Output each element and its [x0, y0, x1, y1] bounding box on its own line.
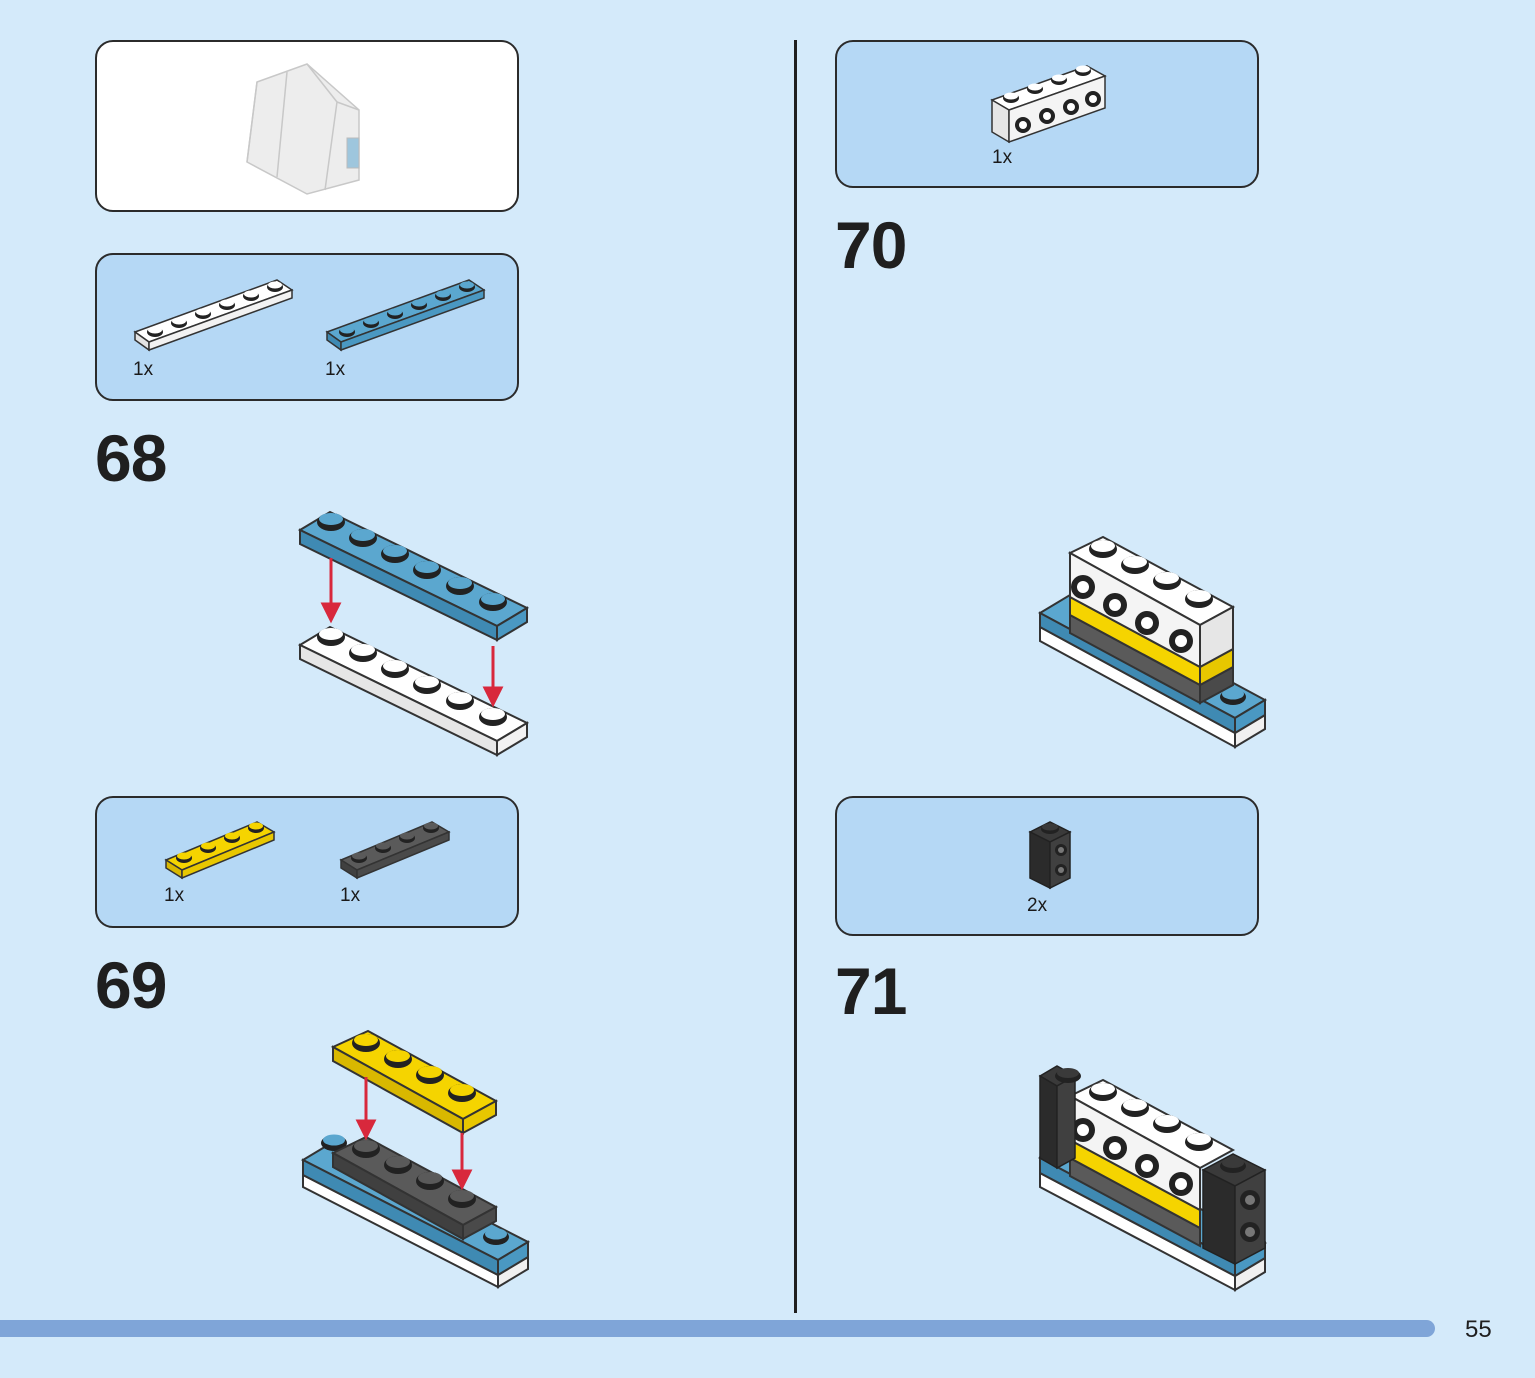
step-number-70: 70: [835, 208, 907, 282]
page-progress-bar: [0, 1320, 1435, 1337]
white-brick-1x4-icon: [990, 65, 1107, 144]
qty-white-brick: 1x: [992, 147, 1013, 168]
qty-blue-plate: 1x: [325, 359, 346, 380]
step-number-68: 68: [95, 421, 167, 495]
step69-parts-panel: 1x 1x: [95, 796, 519, 928]
black-brick-1x1-studs-icon: [1028, 821, 1072, 890]
qty-gray-plate: 1x: [340, 885, 361, 906]
step68-parts-panel: 1x 1x: [95, 253, 519, 401]
step70-parts-panel: 1x: [835, 40, 1259, 188]
column-divider: [794, 40, 797, 1313]
step69-assembly-image: [300, 1029, 531, 1289]
qty-yellow-plate: 1x: [164, 885, 185, 906]
preview-model-image: [246, 63, 360, 195]
step-number-69: 69: [95, 948, 167, 1022]
page-number: 55: [1465, 1316, 1492, 1343]
qty-white-plate: 1x: [133, 359, 154, 380]
qty-black-brick: 2x: [1027, 895, 1048, 916]
yellow-plate-1x4-icon: [164, 821, 276, 880]
white-plate-1x6-icon: [133, 279, 294, 352]
blue-plate-1x6-icon: [325, 279, 486, 352]
step71-assembly-image: [1037, 1065, 1268, 1292]
gray-plate-1x4-icon: [339, 821, 451, 880]
step-number-71: 71: [835, 954, 907, 1028]
preview-panel: [95, 40, 519, 212]
step68-assembly-image: [297, 510, 530, 757]
step70-assembly-image: [1037, 535, 1268, 749]
step71-parts-panel: 2x: [835, 796, 1259, 936]
